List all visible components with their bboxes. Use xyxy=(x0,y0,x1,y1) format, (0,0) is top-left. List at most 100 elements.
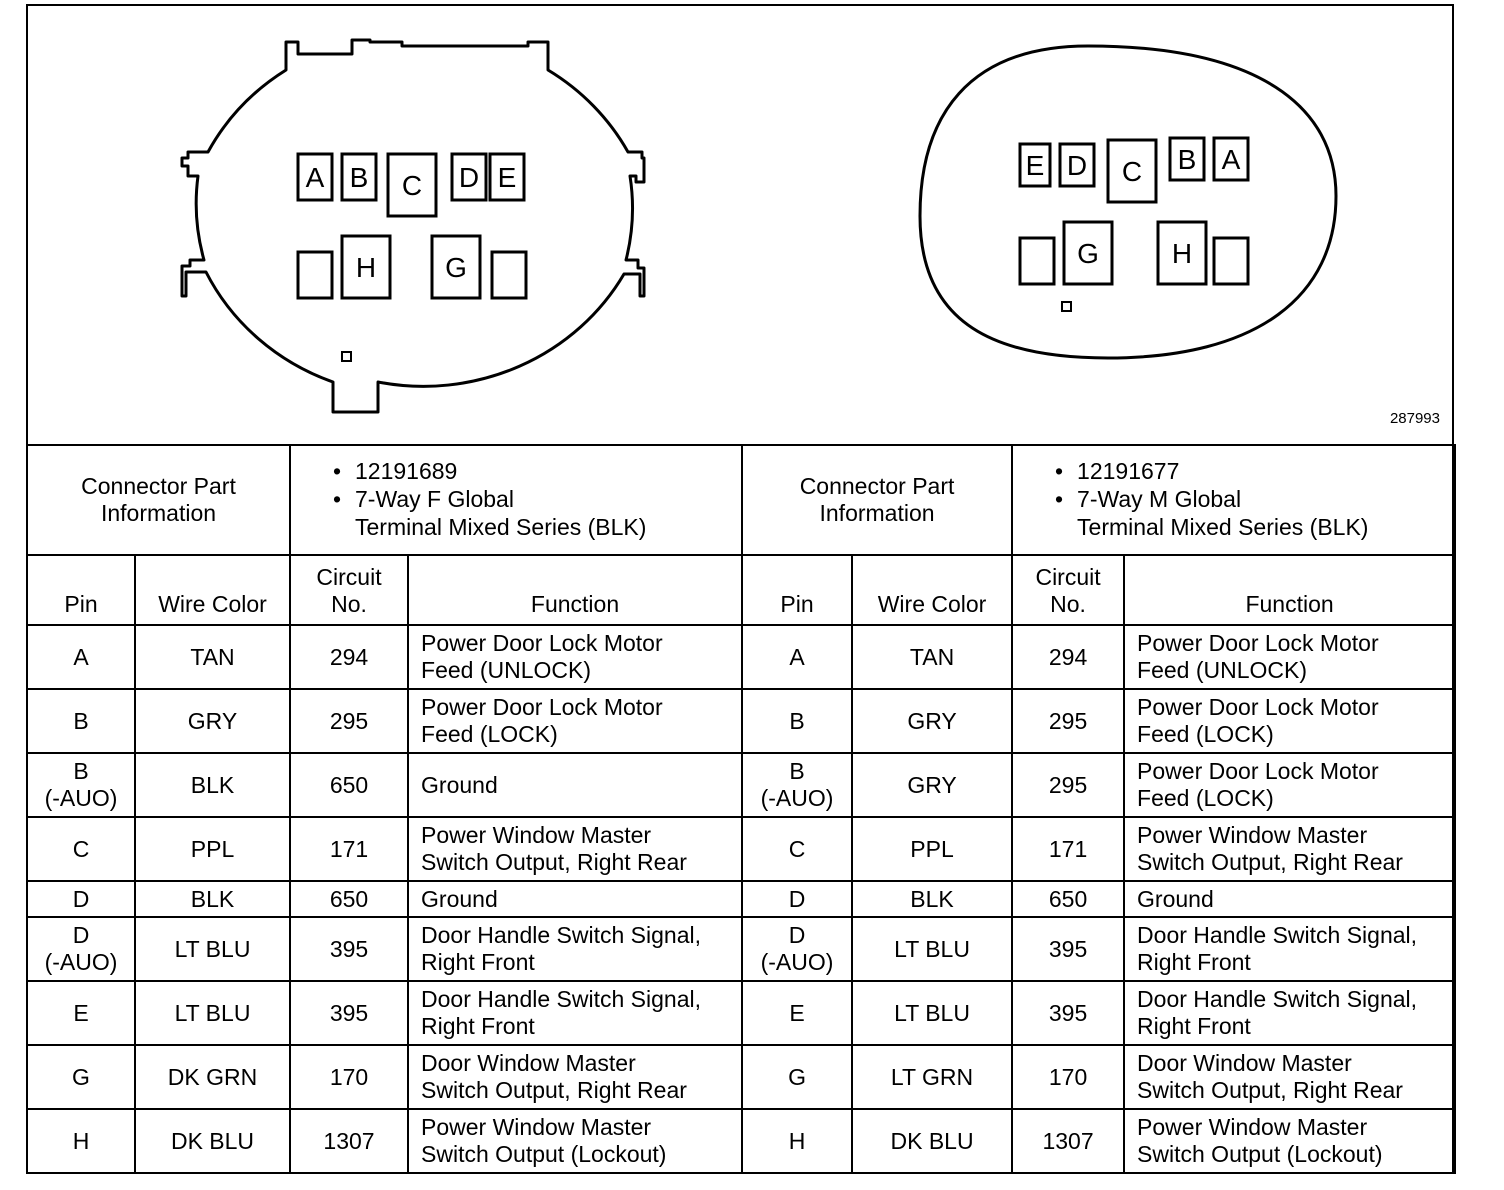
wire-color-cell: BLK xyxy=(133,880,292,918)
pin-cell: A xyxy=(741,624,854,690)
circuit-no-cell: 650 xyxy=(289,880,410,918)
female-terminal-label: B xyxy=(350,162,369,193)
circuit-no-cell: 171 xyxy=(289,816,410,882)
function-cell: Ground xyxy=(407,752,744,818)
function-cell: Ground xyxy=(407,880,744,918)
part-number-female: 12191689 xyxy=(331,457,741,485)
pin-cell: A xyxy=(26,624,136,690)
male-terminal-label: E xyxy=(1026,150,1045,181)
female-terminal-label: A xyxy=(306,162,325,193)
wire-color-cell: PPL xyxy=(133,816,292,882)
part-number-male: 12191677 xyxy=(1053,457,1454,485)
wire-color-cell: DK BLU xyxy=(133,1108,292,1174)
female-terminal-cavity xyxy=(430,234,482,300)
wire-color-cell: TAN xyxy=(133,624,292,690)
female-terminal-label: D xyxy=(459,162,479,193)
column-header-pin: Pin xyxy=(26,554,136,626)
circuit-no-cell: 294 xyxy=(1011,624,1126,690)
function-cell: Door Handle Switch Signal, Right Front xyxy=(1123,916,1457,982)
circuit-no-cell: 650 xyxy=(289,752,410,818)
column-header-pin: Pin xyxy=(741,554,854,626)
pin-cell: D xyxy=(26,880,136,918)
circuit-no-cell: 650 xyxy=(1011,880,1126,918)
female-terminal-cavity xyxy=(450,152,488,202)
male-terminal-cavity xyxy=(1058,142,1096,188)
female-terminal-cavity xyxy=(340,234,392,300)
pinout-table: Connector Part Information 12191689 7-Wa… xyxy=(25,444,1457,1174)
function-cell: Ground xyxy=(1123,880,1457,918)
pin-cell: G xyxy=(741,1044,854,1110)
female-terminal-label: G xyxy=(445,252,467,283)
circuit-no-cell: 170 xyxy=(289,1044,410,1110)
pin-cell: B xyxy=(741,688,854,754)
female-terminal-cavity xyxy=(488,152,526,202)
male-connector-pin1-marker xyxy=(1061,301,1072,312)
pin-cell: E xyxy=(26,980,136,1046)
circuit-no-cell: 170 xyxy=(1011,1044,1126,1110)
wire-color-cell: PPL xyxy=(851,816,1014,882)
circuit-no-cell: 395 xyxy=(1011,980,1126,1046)
function-cell: Door Handle Switch Signal, Right Front xyxy=(407,916,744,982)
male-terminal-blank-cavity xyxy=(1212,236,1250,286)
function-cell: Power Window Master Switch Output, Right… xyxy=(1123,816,1457,882)
male-terminal-cavity xyxy=(1018,142,1052,188)
wire-color-cell: LT BLU xyxy=(133,916,292,982)
pin-cell: D xyxy=(741,880,854,918)
circuit-no-cell: 295 xyxy=(1011,752,1126,818)
connector-info-label-female: Connector Part Information xyxy=(25,444,292,556)
wire-color-cell: DK GRN xyxy=(133,1044,292,1110)
male-terminal-label: C xyxy=(1122,156,1142,187)
function-cell: Power Window Master Switch Output (Locko… xyxy=(1123,1108,1457,1174)
female-connector-outline xyxy=(180,38,646,414)
function-cell: Door Window Master Switch Output, Right … xyxy=(407,1044,744,1110)
wire-color-cell: GRY xyxy=(851,688,1014,754)
function-cell: Door Window Master Switch Output, Right … xyxy=(1123,1044,1457,1110)
male-terminal-label: G xyxy=(1077,238,1099,269)
function-cell: Power Window Master Switch Output (Locko… xyxy=(407,1108,744,1174)
wire-color-cell: GRY xyxy=(133,688,292,754)
wire-color-cell: GRY xyxy=(851,752,1014,818)
female-terminal-label: H xyxy=(356,252,376,283)
female-terminal-label: E xyxy=(498,162,517,193)
function-cell: Power Window Master Switch Output, Right… xyxy=(407,816,744,882)
circuit-no-cell: 1307 xyxy=(289,1108,410,1174)
male-terminal-label: A xyxy=(1222,144,1241,175)
function-cell: Power Door Lock Motor Feed (LOCK) xyxy=(1123,752,1457,818)
column-header-circuit-no: Circuit No. xyxy=(289,554,410,626)
column-header-wire-color: Wire Color xyxy=(851,554,1014,626)
male-terminal-cavity xyxy=(1062,220,1114,286)
pin-cell: E xyxy=(741,980,854,1046)
circuit-no-cell: 295 xyxy=(289,688,410,754)
male-terminal-label: H xyxy=(1172,238,1192,269)
male-terminal-cavity xyxy=(1106,138,1158,204)
circuit-no-cell: 294 xyxy=(289,624,410,690)
function-cell: Door Handle Switch Signal, Right Front xyxy=(1123,980,1457,1046)
column-header-function: Function xyxy=(407,554,744,626)
wire-color-cell: LT GRN xyxy=(851,1044,1014,1110)
part-description-male: 7-Way M Global Terminal Mixed Series (BL… xyxy=(1053,485,1454,541)
male-terminal-label: B xyxy=(1178,144,1197,175)
wire-color-cell: BLK xyxy=(851,880,1014,918)
function-cell: Door Handle Switch Signal, Right Front xyxy=(407,980,744,1046)
pin-cell: B xyxy=(26,688,136,754)
circuit-no-cell: 171 xyxy=(1011,816,1126,882)
female-terminal-label: C xyxy=(402,170,422,201)
pin-cell: B (-AUO) xyxy=(741,752,854,818)
male-connector-outline xyxy=(918,44,1338,360)
wire-color-cell: BLK xyxy=(133,752,292,818)
pin-cell: G xyxy=(26,1044,136,1110)
